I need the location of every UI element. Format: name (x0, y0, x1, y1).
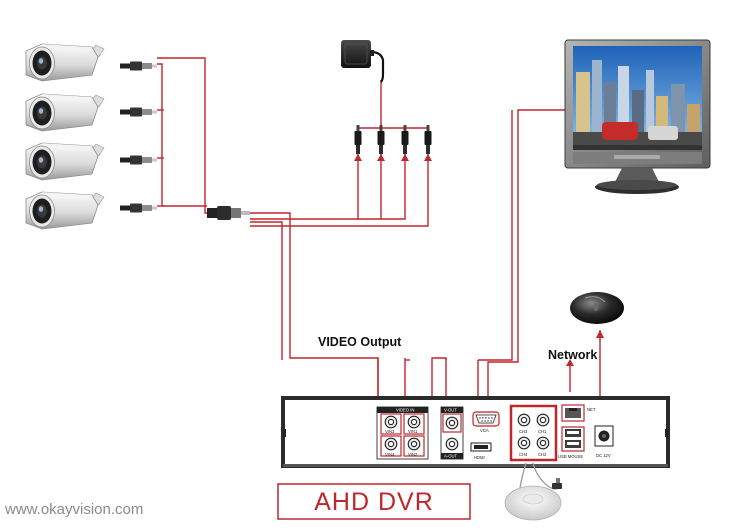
arrow-icons (354, 154, 604, 366)
ch2-jack (536, 436, 550, 450)
vin4-label: VIN4 (385, 452, 395, 457)
mouse-icon (570, 292, 624, 324)
arrow-up-icon (401, 154, 409, 161)
camera-bnc-connectors (120, 61, 157, 213)
vin3-jack (384, 415, 398, 429)
ch4-jack (517, 436, 531, 450)
arrow-up-icon (566, 359, 574, 366)
bnc-connector-icon (120, 61, 157, 71)
ch1-jack (536, 413, 550, 427)
camera-group (25, 43, 105, 230)
dc-plug-icon (377, 125, 385, 159)
v-out-jack (445, 416, 459, 430)
camera-icon (25, 142, 105, 181)
product-title: AHD DVR (314, 488, 434, 516)
network-label: Network (548, 348, 597, 362)
bnc-connector-icon (120, 155, 157, 165)
vin1-jack (407, 415, 421, 429)
ch4-label: CH4 (519, 452, 528, 457)
bnc-cable-bundle-icon (207, 206, 250, 220)
arrow-up-icon (596, 330, 604, 338)
vga-label: VGA (480, 428, 489, 433)
vin2-jack (407, 437, 421, 451)
dc-12v-label: DC 12V (596, 453, 611, 458)
usb-mouse-label: USB MOUSE (558, 454, 583, 459)
vin1-label: VIN1 (408, 429, 418, 434)
ch3-jack (517, 413, 531, 427)
wiring (157, 57, 601, 445)
hdmi-label: HDMI (474, 455, 485, 460)
dc-plug-icon (424, 125, 432, 159)
net-label: NET (587, 407, 596, 412)
ch3-label: CH3 (519, 429, 528, 434)
website-watermark: www.okayvision.com (4, 501, 143, 518)
dc-plug-icon (354, 125, 362, 159)
vin3-label: VIN3 (385, 429, 395, 434)
v-out-label: V-OUT (444, 408, 457, 413)
camera-icon (25, 43, 105, 82)
vin2-label: VIN2 (408, 452, 418, 457)
camera-icon (25, 93, 105, 132)
video-in-label: VIDEO IN (396, 408, 414, 413)
dc-power-plugs (354, 125, 432, 159)
a-out-jack (445, 437, 459, 451)
camera-icon (25, 191, 105, 230)
arrow-up-icon (377, 154, 385, 161)
arrow-up-icon (424, 154, 432, 161)
video-output-label: VIDEO Output (318, 335, 402, 349)
product-title-box: AHD DVR (277, 483, 471, 520)
bnc-connector-icon (120, 203, 157, 213)
ch1-label: CH1 (538, 429, 547, 434)
arrow-up-icon (354, 154, 362, 161)
dc-plug-icon (401, 125, 409, 159)
vin4-jack (384, 437, 398, 451)
monitor-icon (564, 39, 711, 194)
ch2-label: CH2 (538, 452, 547, 457)
power-adapter-icon (341, 40, 385, 83)
a-out-label: A-OUT (444, 454, 457, 459)
microphone-icon (504, 462, 562, 521)
bnc-connector-icon (120, 107, 157, 117)
dvr-rear-panel: VIDEO IN VIN3 VIN1 VIN4 VIN2 V-OUT A-OUT… (281, 396, 670, 468)
